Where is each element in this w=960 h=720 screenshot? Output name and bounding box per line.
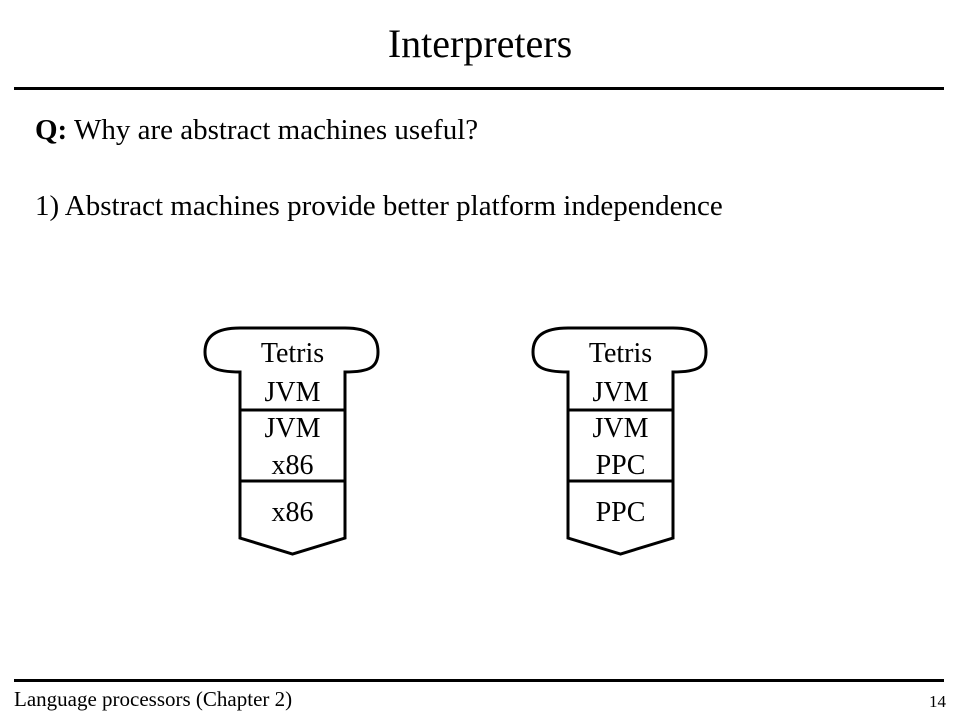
program-language: JVM [592, 377, 648, 408]
machine-shape [238, 479, 347, 556]
slide-title: Interpreters [387, 21, 573, 66]
title-divider [14, 87, 944, 90]
footer-divider [14, 679, 944, 682]
question-text: Why are abstract machines useful? [67, 114, 479, 146]
machine-name: x86 [272, 497, 314, 528]
interpreter-implementation: PPC [596, 450, 646, 481]
stack-x86: Tetris JVM JVM x86 x86 [203, 326, 380, 556]
interpreter-block [238, 408, 347, 483]
page-number: 14 [929, 692, 946, 711]
question-prefix: Q: [35, 114, 68, 146]
machine-name: PPC [596, 497, 646, 528]
footer-text: Language processors (Chapter 2) [14, 687, 293, 711]
program-tombstone [203, 326, 380, 412]
interpreter-source: JVM [264, 413, 320, 444]
interpreter-source: JVM [592, 413, 648, 444]
program-tombstone [531, 326, 708, 412]
machine-shape [566, 479, 675, 556]
program-language: JVM [264, 377, 320, 408]
stack-ppc: Tetris JVM JVM PPC PPC [531, 326, 708, 556]
program-name: Tetris [261, 338, 324, 369]
interpreter-implementation: x86 [272, 450, 314, 481]
program-name: Tetris [589, 338, 652, 369]
point-1: 1) Abstract machines provide better plat… [35, 190, 723, 222]
question-line: Q: Why are abstract machines useful? [35, 110, 478, 150]
